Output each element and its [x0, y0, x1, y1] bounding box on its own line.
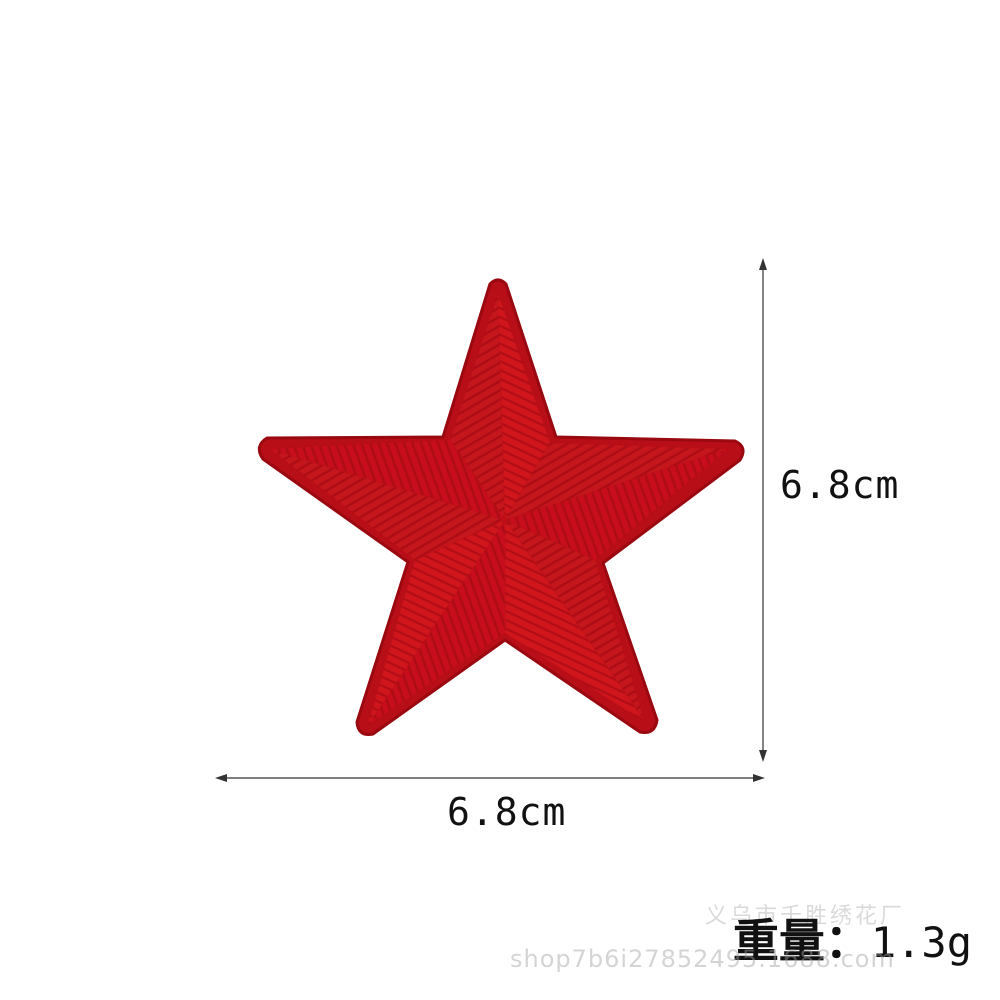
star-facet-left-upper: [270, 440, 505, 520]
weight-value: 1.3g: [870, 918, 972, 967]
height-dimension-label: 6.8cm: [780, 463, 900, 507]
watermark-url: shop7b6i27852495.1688.com: [510, 945, 895, 973]
width-dimension-line: [215, 774, 765, 782]
width-dimension-label: 6.8cm: [447, 790, 567, 834]
star-facet-top-right: [498, 294, 550, 520]
star-facet-left-lower: [270, 449, 505, 560]
weight-label: 重量：: [732, 914, 871, 968]
watermark-shop-name: 义乌市千胜绣花厂: [705, 904, 906, 929]
star-facet-bottom-right-inner: [505, 520, 645, 722]
star-facet-bottom-left-outer: [368, 520, 505, 725]
weight-info: 重量： 1.3g: [733, 905, 972, 971]
red-star-patch-icon: [257, 278, 745, 736]
star-facet-top-left: [450, 294, 505, 520]
star-facet-right-lower: [505, 449, 728, 560]
height-dimension-line: [759, 258, 767, 762]
star-facet-right-upper: [505, 443, 728, 520]
